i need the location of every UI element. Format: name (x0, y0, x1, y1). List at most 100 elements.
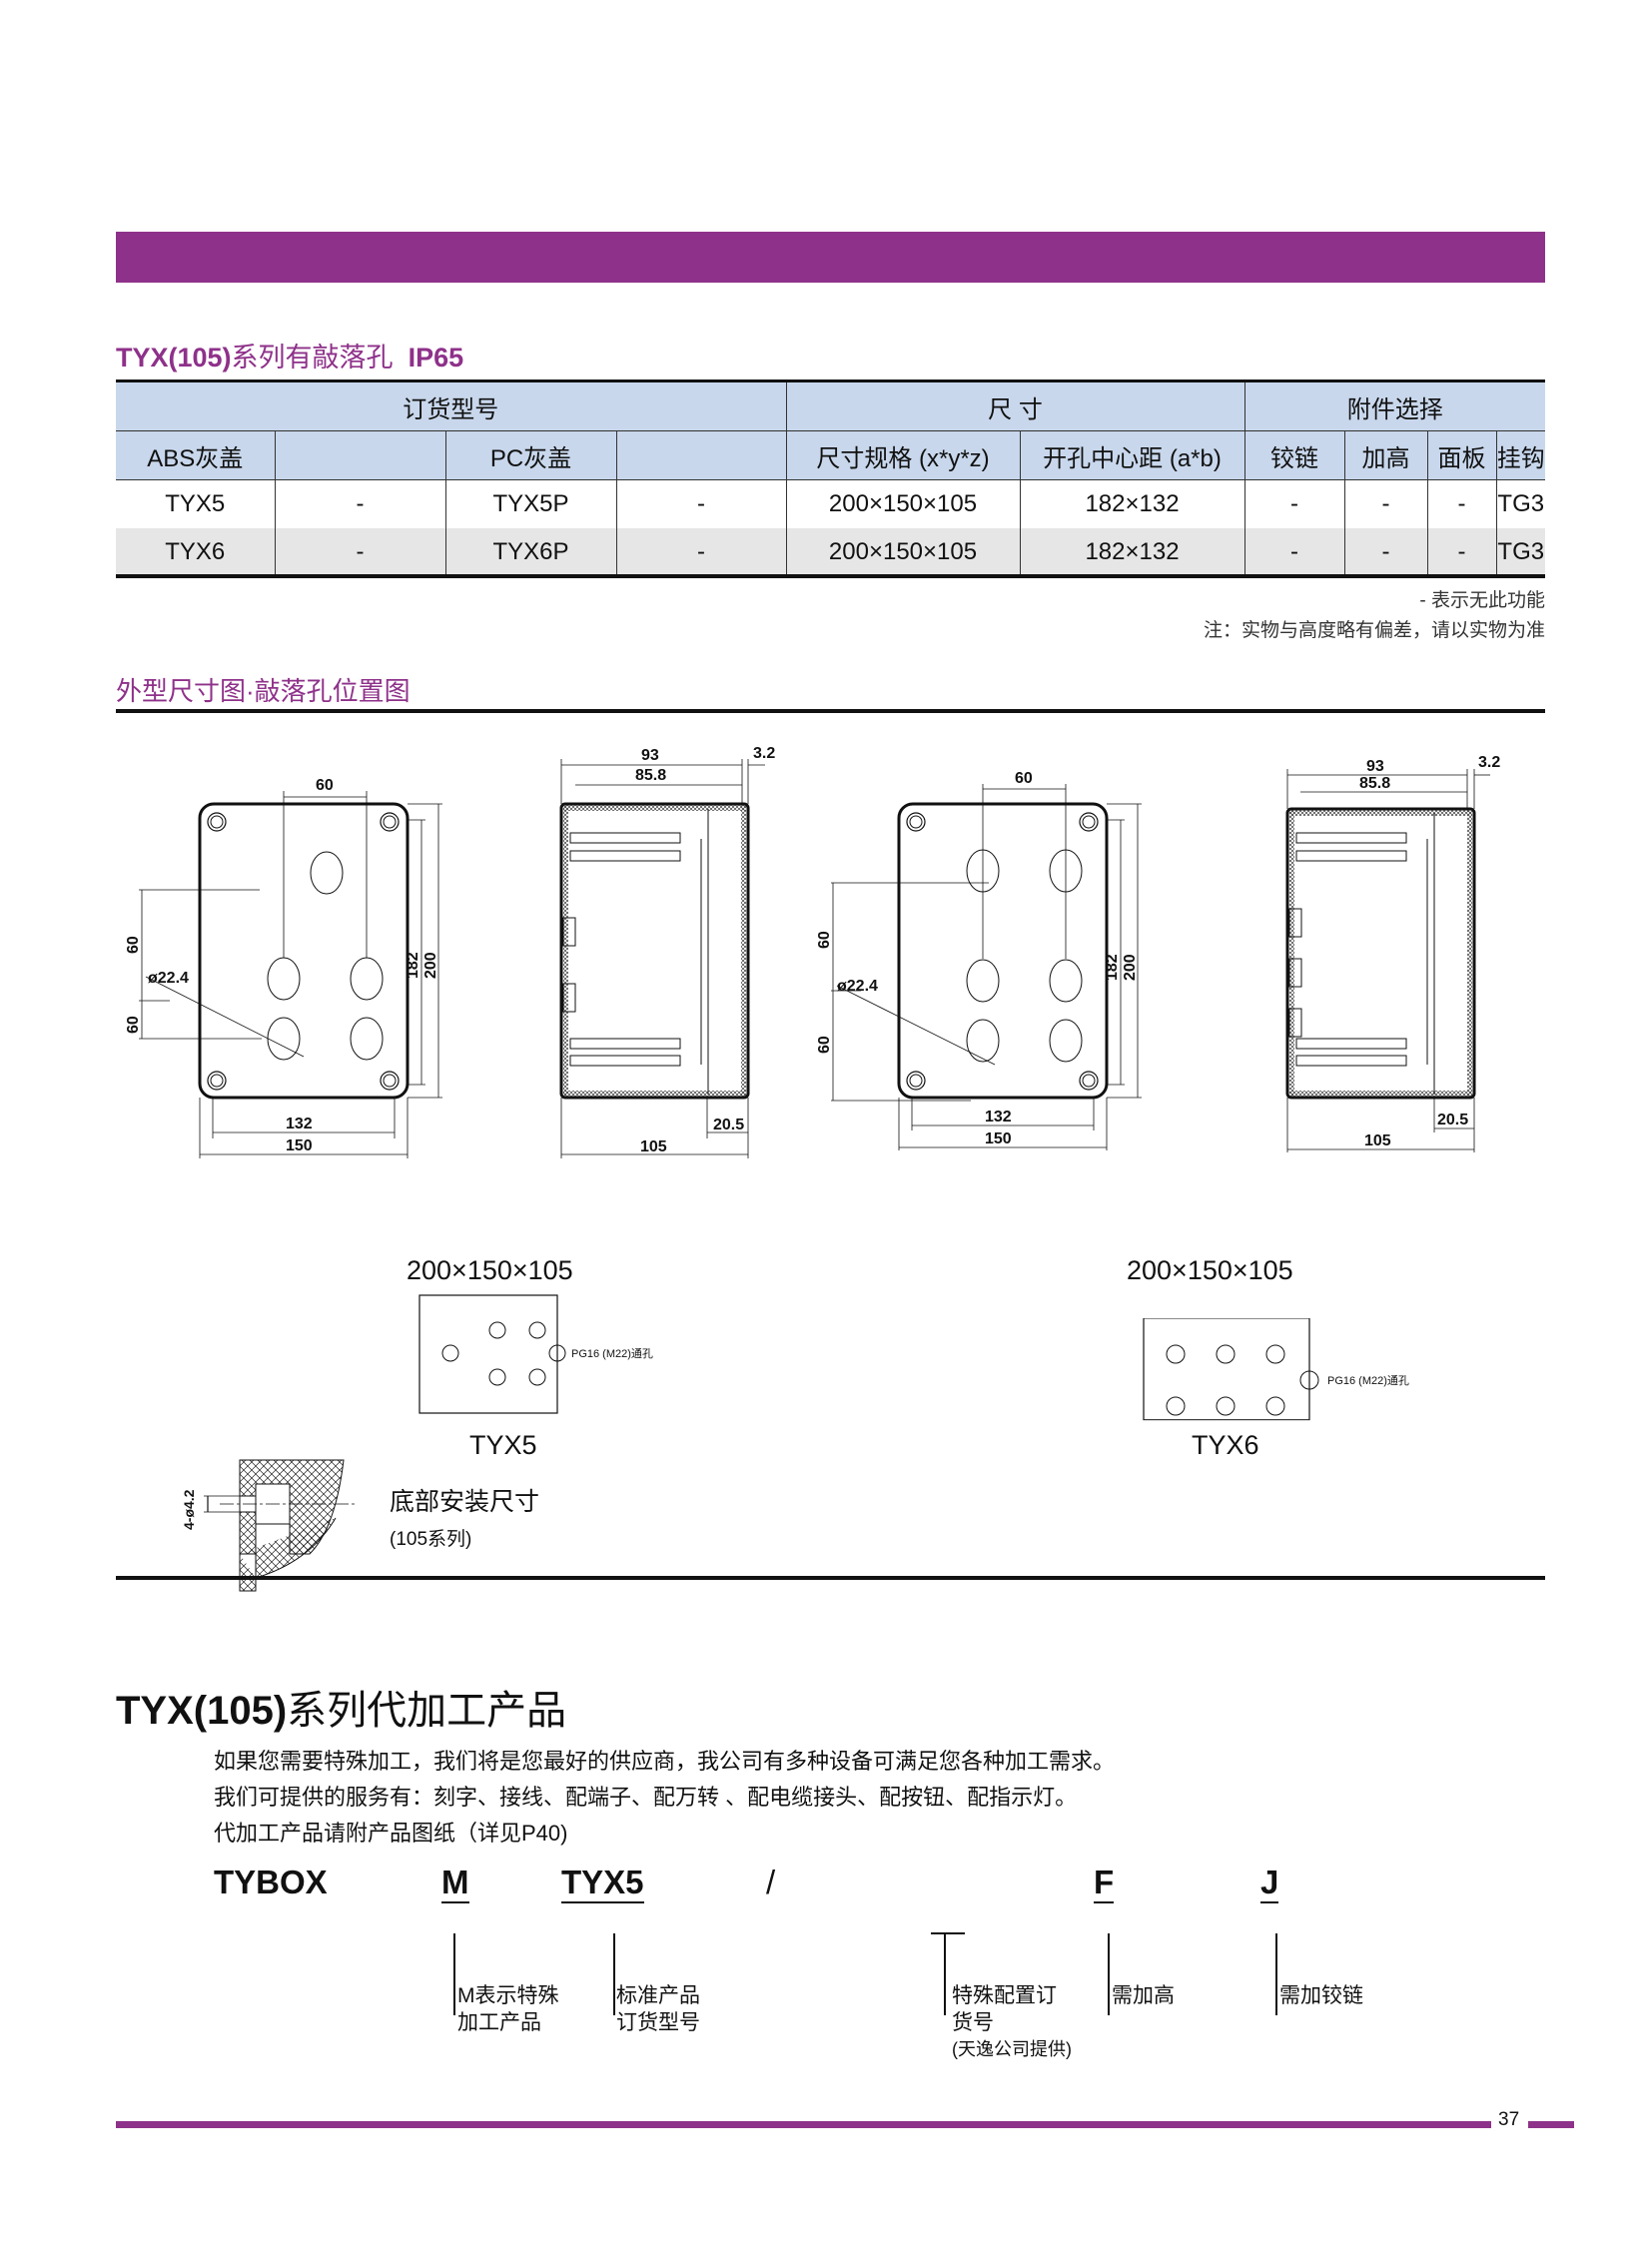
mount-hole-dim: 4-ø4.2 (181, 1489, 197, 1530)
svg-text:105: 105 (640, 1138, 667, 1155)
col-hook: 挂钩 (1495, 430, 1545, 480)
tyx6-front-dims: 60 60 60 ø22.4 182 200 132 150 (816, 770, 1139, 1147)
svg-text:85.8: 85.8 (1359, 775, 1390, 792)
desc-line: 加工产品 (457, 2011, 541, 2034)
code-f: F (1094, 1864, 1115, 1903)
tyx6-side-view (1285, 769, 1490, 1152)
svg-text:150: 150 (985, 1130, 1012, 1147)
footer-bar-left (116, 2121, 1491, 2128)
leader-line (453, 1933, 455, 2015)
tyx5-front-view (139, 791, 442, 1158)
svg-text:60: 60 (125, 1016, 142, 1034)
svg-text:3.2: 3.2 (1478, 754, 1500, 771)
tyx6-layout-size: 200×150×105 (1127, 1255, 1293, 1285)
desc-model: 标准产品 订货型号 (616, 1982, 700, 2036)
tyx5-front-dims: 60 60 60 ø22.4 182 200 132 150 (125, 777, 439, 1154)
code-model: TYX5 (561, 1864, 644, 1903)
col-pc-cover: PC灰盖 (444, 430, 616, 480)
col-size: 尺寸规格 (x*y*z) (785, 430, 1020, 480)
tyx5-side-view (559, 759, 765, 1158)
desc-special: 特殊配置订 货号 (天逸公司提供) (952, 1982, 1072, 2063)
cell: TG3 (1495, 479, 1545, 528)
cell: - (1243, 528, 1344, 576)
series-subtitle: TYX(105)系列有敲落孔 IP65 (116, 336, 463, 374)
cell: - (1343, 528, 1427, 576)
cell: 200×150×105 (785, 479, 1020, 528)
cell: TYX5P (444, 479, 616, 528)
leader-line (1275, 1933, 1277, 2015)
cell: TG3 (1495, 528, 1545, 576)
desc-line: M表示特殊 (457, 1984, 559, 2007)
cell: TYX6 (116, 528, 275, 576)
svg-text:150: 150 (286, 1137, 313, 1154)
series-code: TYX(105) (116, 343, 232, 373)
drawing-section-title: 外型尺寸图·敲落孔位置图 (116, 676, 411, 706)
series-desc: 系列有敲落孔 (231, 343, 394, 373)
page-number: 37 (1498, 2109, 1520, 2130)
desc-line: (天逸公司提供) (952, 2039, 1072, 2059)
svg-text:93: 93 (641, 747, 659, 764)
svg-text:20.5: 20.5 (713, 1117, 744, 1133)
svg-text:60: 60 (816, 1036, 833, 1054)
leader-line (944, 1933, 946, 2015)
desc-line: 特殊配置订 (952, 1984, 1057, 2007)
cell: - (1243, 479, 1344, 528)
cell: TYX6P (444, 528, 616, 576)
header-banner (116, 232, 1545, 283)
svg-text:20.5: 20.5 (1437, 1112, 1468, 1128)
desc-line: 需加高 (1112, 1984, 1175, 2007)
oem-paragraph: 我们可提供的服务有：刻字、接线、配端子、配万转 、配电缆接头、配按钮、配指示灯。 (214, 1785, 1078, 1810)
svg-text:182: 182 (1104, 954, 1121, 981)
table-row: TYX6 - TYX6P - 200×150×105 182×132 - - -… (116, 528, 1545, 576)
cell: 182×132 (1019, 479, 1244, 528)
cell: - (615, 528, 786, 576)
table-row: TYX5 - TYX5P - 200×150×105 182×132 - - -… (116, 479, 1545, 528)
code-brand: TYBOX (214, 1864, 328, 1900)
svg-text:ø22.4: ø22.4 (148, 970, 189, 987)
svg-text:60: 60 (125, 936, 142, 954)
ip-rating: IP65 (408, 343, 464, 373)
cell: - (1426, 528, 1496, 576)
cell: - (274, 479, 445, 528)
col-hinge: 铰链 (1243, 430, 1344, 480)
svg-text:3.2: 3.2 (753, 745, 775, 762)
gland-label: PG16 (M22)通孔 (571, 1347, 653, 1360)
tyx5-layout-size: 200×150×105 (407, 1255, 573, 1285)
svg-text:132: 132 (286, 1116, 313, 1132)
desc-f: 需加高 (1112, 1982, 1175, 2009)
svg-text:200: 200 (1122, 954, 1139, 981)
table-bottom-rule (116, 574, 1545, 578)
svg-text:85.8: 85.8 (635, 767, 666, 784)
cell: 182×132 (1019, 528, 1244, 576)
leader-line (613, 1933, 615, 2015)
footer-bar-right (1528, 2121, 1574, 2128)
mount-detail-drawing: 4-ø4.2 (181, 1459, 358, 1592)
cell: - (274, 528, 445, 576)
cell: 200×150×105 (785, 528, 1020, 576)
dim-60-h: 60 (316, 777, 334, 794)
code-j: J (1260, 1864, 1279, 1903)
cell: - (1343, 479, 1427, 528)
mount-detail-title: 底部安装尺寸 (390, 1488, 540, 1516)
svg-text:ø22.4: ø22.4 (837, 978, 878, 995)
tyx6-layout-model: TYX6 (1192, 1430, 1259, 1460)
col-raise: 加高 (1343, 430, 1427, 480)
svg-text:60: 60 (816, 931, 833, 949)
desc-line: 标准产品 (616, 1984, 700, 2007)
col-hole-distance: 开孔中心距 (a*b) (1019, 430, 1244, 480)
col-blank-2 (615, 430, 786, 480)
svg-text:132: 132 (985, 1109, 1012, 1125)
tyx6-side-dims: 93 85.8 3.2 20.5 105 (1359, 754, 1500, 1149)
dimension-drawings: 60 60 60 ø22.4 182 200 132 150 (125, 745, 1500, 1158)
tyx5-layout-model: TYX5 (469, 1430, 537, 1460)
oem-title-code: TYX(105) (116, 1689, 288, 1733)
gland-label: PG16 (M22)通孔 (1327, 1374, 1409, 1387)
section-divider (116, 1576, 1545, 1580)
oem-title-text: 系列代加工产品 (287, 1689, 567, 1733)
cell: - (615, 479, 786, 528)
desc-line: 货号 (952, 2011, 994, 2034)
table-group-header-row: 订货型号 尺 寸 附件选择 (116, 382, 1545, 431)
tyx5-side-dims: 93 85.8 3.2 20.5 105 (635, 745, 775, 1155)
code-special-underline (931, 1932, 965, 1934)
col-panel: 面板 (1426, 430, 1496, 480)
